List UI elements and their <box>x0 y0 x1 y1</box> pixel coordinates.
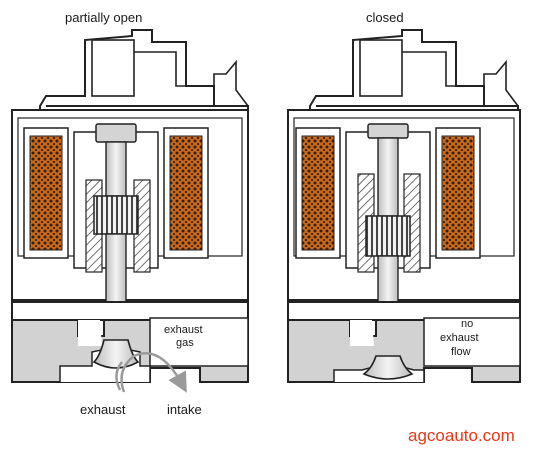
exhaust-gas-chamber <box>149 317 249 367</box>
stem-cap <box>367 123 409 139</box>
armature-gear <box>93 195 139 235</box>
armature-gear <box>365 215 411 257</box>
brand-watermark: agcoauto.com <box>408 426 515 445</box>
gas-label-line-3: flow <box>451 346 471 358</box>
port-label-intake: intake <box>167 402 202 417</box>
valve-head <box>362 355 414 380</box>
panel-title-closed: closed <box>366 10 404 25</box>
gas-label-line-2: gas <box>176 337 194 349</box>
valve-partially-open: partially open exhaust <box>11 10 249 417</box>
port-label-exhaust: exhaust <box>80 402 126 417</box>
coil-right <box>441 135 475 251</box>
gas-label-line-1: exhaust <box>164 324 203 336</box>
coil-left <box>301 135 335 251</box>
stem-cap <box>95 123 137 143</box>
connector-block <box>359 39 403 97</box>
gas-label-line-2: exhaust <box>440 332 479 344</box>
connector-block <box>91 39 135 97</box>
coil-right <box>169 135 203 251</box>
valve-closed: closed no exhaust flow <box>287 10 521 383</box>
coil-left <box>29 135 63 251</box>
flow-arrow <box>120 351 187 393</box>
exhaust-gas-chamber <box>423 317 521 367</box>
gas-label-line-1: no <box>461 318 473 330</box>
panel-title-partially-open: partially open <box>65 10 142 25</box>
